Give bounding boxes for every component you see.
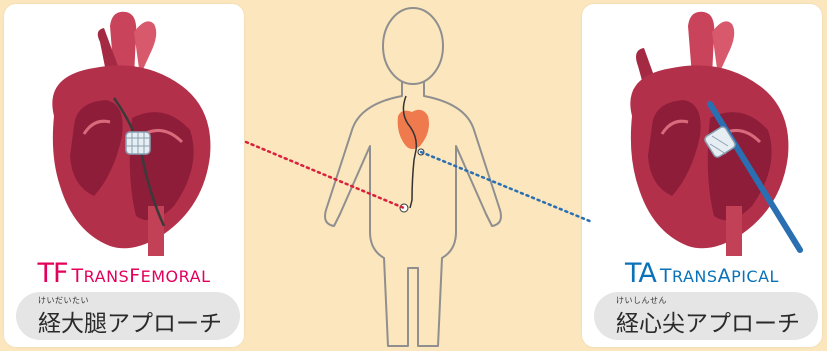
organ-heart-icon <box>398 110 429 149</box>
ta-dotted-line <box>421 152 592 222</box>
tf-dotted-line <box>246 142 404 208</box>
